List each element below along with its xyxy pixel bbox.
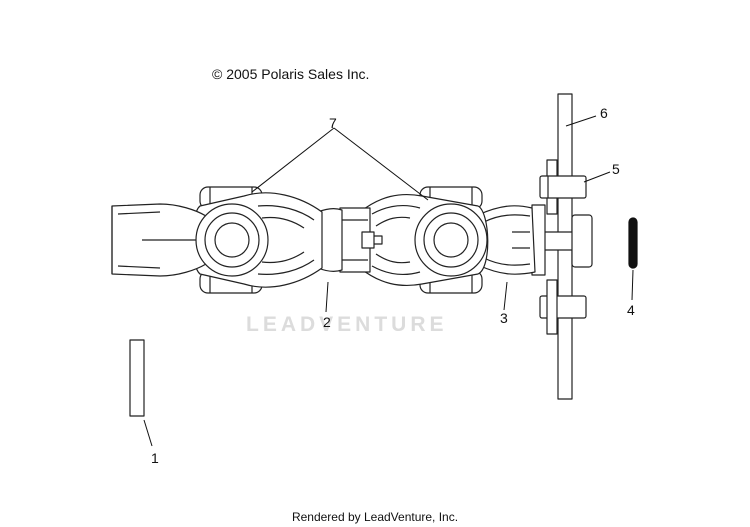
bolt-part-5 bbox=[539, 159, 593, 335]
shim-part-1 bbox=[129, 339, 145, 417]
tube-part-2 bbox=[317, 207, 383, 273]
pin-part-4 bbox=[628, 217, 638, 269]
copyright-text: © 2005 Polaris Sales Inc. bbox=[212, 66, 370, 82]
callout-4: 4 bbox=[627, 302, 635, 318]
leader-lines bbox=[143, 115, 634, 447]
yoke-part-3 bbox=[477, 205, 536, 275]
callout-7: 7 bbox=[329, 115, 337, 131]
callout-3: 3 bbox=[500, 310, 508, 326]
callout-2: 2 bbox=[323, 314, 331, 330]
callout-1: 1 bbox=[151, 450, 159, 466]
watermark-text: LEADVENTURE bbox=[246, 313, 448, 336]
callout-6: 6 bbox=[600, 105, 608, 121]
callout-5: 5 bbox=[612, 161, 620, 177]
footer-credit: Rendered by LeadVenture, Inc. bbox=[291, 510, 459, 524]
